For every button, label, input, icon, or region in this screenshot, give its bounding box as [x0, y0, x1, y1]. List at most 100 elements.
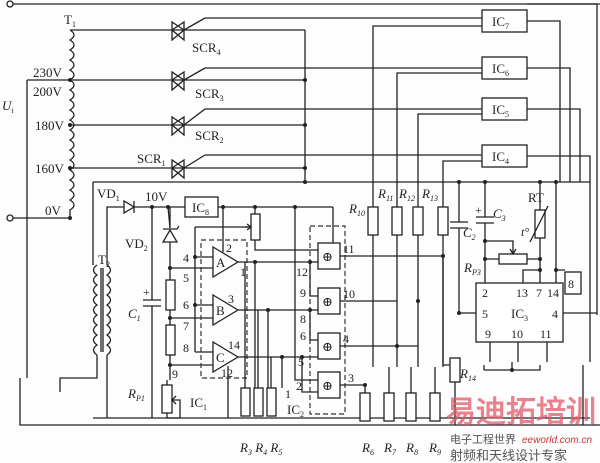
ic5-label: IC5 [492, 102, 509, 119]
scr1-label: SCR1 [137, 151, 166, 168]
r12-label: R12 [398, 186, 415, 203]
ic3-box [475, 282, 564, 343]
ic2-pin-5: 5 [298, 355, 304, 369]
rail-voltage-label: 10V [145, 189, 168, 204]
c2-label: C2 [463, 225, 476, 242]
ic1-pin-7: 7 [183, 319, 189, 333]
power-supply: T2 VD1 10V + C1 VD2 IC8 [59, 186, 333, 418]
r11-resistor [367, 206, 379, 236]
ic3-pin-11: 11 [540, 327, 552, 341]
c3-plus: + [475, 203, 482, 217]
vd1-label: VD1 [97, 186, 120, 203]
ic1-pin-1: 1 [240, 265, 246, 279]
ic6-label: IC6 [492, 61, 509, 78]
ic1-label: IC1 [190, 395, 207, 412]
c1-label: C1 [128, 306, 141, 323]
ic3-pin-2: 2 [482, 286, 488, 300]
rp1-label: RP1 [127, 386, 145, 403]
ic2-label: IC2 [287, 402, 304, 419]
input-voltage-label: Ui [2, 98, 14, 115]
tap-160v: 160V [35, 161, 65, 176]
xor-symbol: ⊕ [322, 378, 333, 393]
scr3-label: SCR3 [195, 86, 224, 103]
r8-resistor [405, 392, 417, 422]
c3-label: C3 [493, 206, 506, 223]
r7-label: R7 [383, 440, 397, 457]
t1-label: T1 [64, 12, 76, 29]
ic2-pin-10: 10 [343, 287, 355, 301]
ic2-pin-1: 1 [285, 387, 291, 401]
ic7-label: IC7 [492, 14, 509, 31]
xor-gate-1: ⊕ [317, 242, 341, 270]
ic3-pin-9: 9 [485, 327, 491, 341]
r8-label: R8 [405, 440, 418, 457]
comparator-section: A B C 2 4 1 5 6 3 7 8 14 9 12 RP1 IC1 R3… [127, 207, 318, 457]
comparator-b-label: B [216, 303, 225, 318]
rp3-pot [498, 253, 528, 265]
ic1-pin-5: 5 [183, 271, 189, 285]
r9-label: R9 [428, 440, 441, 457]
divider-resistor-2 [165, 324, 176, 356]
r4-resistor [253, 387, 264, 417]
scr4: SCR4 [170, 17, 482, 57]
ic2-pin-9: 9 [300, 286, 306, 300]
ic2-pin-4: 4 [343, 332, 349, 346]
ic3-label: IC3 [511, 306, 528, 323]
ic1-pin-4: 4 [183, 251, 189, 265]
rt-label: RT [528, 190, 544, 205]
ic3-pin-4: 4 [552, 307, 558, 321]
ic1-pin-14: 14 [228, 338, 240, 352]
r10-resistor [437, 206, 449, 236]
thyristors: SCR4 SCR3 SCR2 SCR1 [137, 17, 482, 184]
tap-230v: 230V [33, 65, 63, 80]
reference-pot [250, 213, 261, 241]
ic1-pin-8: 8 [183, 341, 189, 355]
ic3-pin-5: 5 [482, 307, 488, 321]
driver-ics: IC7 IC6 IC5 IC4 [372, 3, 598, 315]
output-resistors: R11 R12 R13 R10 R6 R7 R8 R9 R14 [348, 186, 476, 457]
r3-resistor [240, 387, 251, 417]
vd1-diode [123, 199, 136, 215]
ic1-outline [200, 239, 248, 379]
rp1-pot [161, 384, 173, 414]
xor-section: ⊕ ⊕ ⊕ ⊕ 11 12 9 10 8 6 4 5 2 1 3 IC2 [285, 207, 418, 419]
ic1-pin-2: 2 [226, 241, 232, 255]
scr2-label: SCR2 [195, 128, 224, 145]
ic3-pin-8: 8 [568, 277, 574, 291]
ic1-pin-12: 12 [221, 366, 233, 380]
t1-winding [68, 29, 75, 218]
rt-symbol: t° [521, 225, 529, 239]
ic3-pin-7: 7 [536, 286, 542, 300]
xor-gate-3: ⊕ [317, 332, 341, 360]
tap-0v: 0V [45, 203, 62, 218]
r3-r4-r5-labels: R3 R4 R5 [239, 440, 282, 457]
xor-gate-4: ⊕ [317, 371, 341, 399]
r5-resistor [266, 387, 277, 417]
xor-symbol: ⊕ [322, 339, 333, 354]
ic4-label: IC4 [492, 149, 509, 166]
ic2-pin-2: 2 [296, 379, 302, 393]
r7-resistor [383, 392, 395, 422]
comparator-c-label: C [216, 350, 225, 365]
comparator-b [212, 293, 240, 327]
r13-resistor [412, 206, 424, 236]
ic3-pin-14: 14 [547, 286, 559, 300]
t2-label: T2 [98, 252, 110, 269]
ic2-pin-8: 8 [300, 312, 306, 326]
watermark-slogan: 射频和天线设计专家 [450, 448, 567, 463]
xor-symbol: ⊕ [322, 249, 333, 264]
r6-resistor [359, 392, 371, 422]
vd2-label: VD2 [125, 236, 148, 253]
r14-label: R14 [459, 366, 476, 383]
comparator-a-label: A [216, 255, 226, 270]
ic2-pin-12: 12 [296, 265, 308, 279]
comparator-a [212, 245, 240, 279]
tap-200v: 200V [33, 84, 63, 99]
scr1: SCR1 [137, 151, 482, 180]
watermark-site-name: 电子工程世界 [450, 433, 516, 446]
r13-label: R13 [421, 186, 438, 203]
comparator-c [212, 340, 240, 374]
r6-label: R6 [361, 440, 374, 457]
watermark-brand: 易迪拓培训 [446, 395, 596, 430]
